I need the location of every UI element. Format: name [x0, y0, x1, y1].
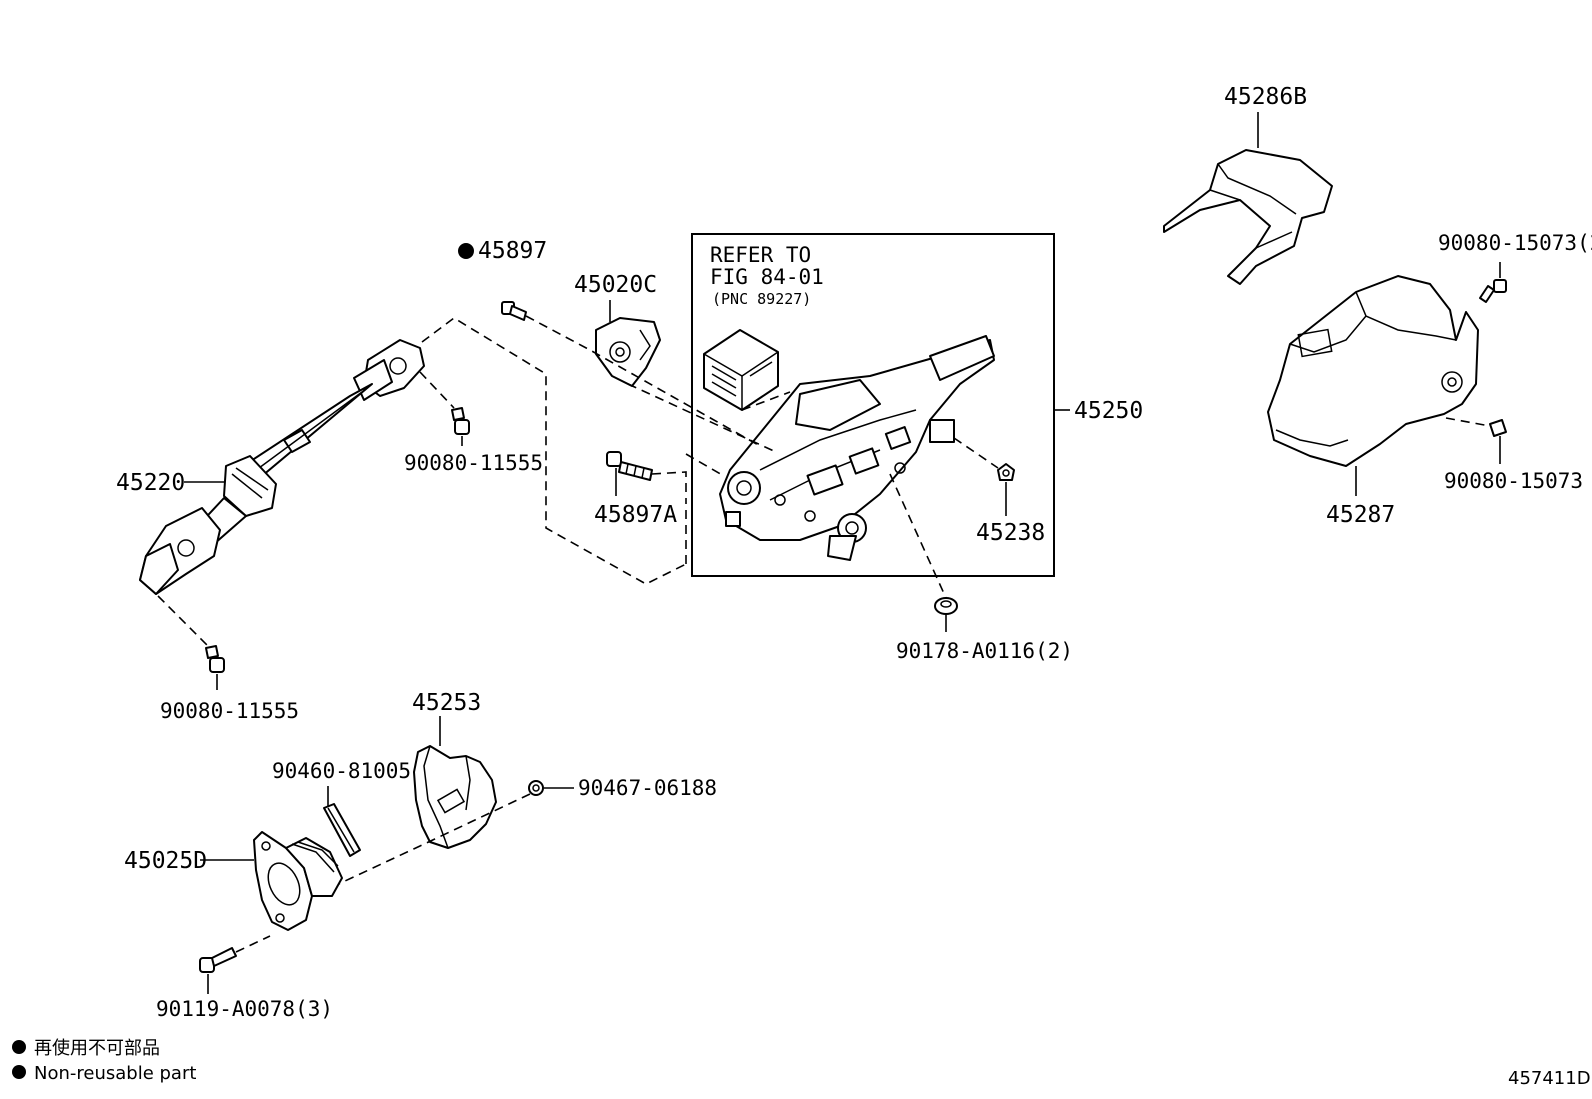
steering-column-assembly-drawing	[719, 335, 995, 561]
label-45250: 45250	[1074, 398, 1143, 424]
label-45020c: 45020C	[574, 272, 657, 298]
refer-box-line2: FIG 84-01	[710, 265, 824, 289]
label-45025d: 45025D	[124, 848, 207, 874]
bracket-45020c-drawing	[595, 317, 661, 387]
refer-box	[691, 233, 1055, 577]
label-90080-11555-lower: 90080-11555	[160, 699, 299, 723]
label-90119-a0078: 90119-A0078(3)	[156, 997, 333, 1021]
clip-45238-drawing	[997, 463, 1015, 481]
lower-cover-45287-drawing	[1267, 275, 1479, 467]
label-45253: 45253	[412, 690, 481, 716]
nut-90178-drawing	[934, 597, 958, 615]
label-45897a: 45897A	[594, 502, 677, 528]
legend-japanese: 再使用不可部品	[34, 1038, 160, 1059]
screw-90080-15073-drawing	[1489, 419, 1507, 437]
label-45238: 45238	[976, 520, 1045, 546]
label-90080-15073-2: 90080-15073(2)	[1438, 231, 1592, 255]
label-45897: 45897	[478, 238, 547, 264]
screw-90080-15073-2-drawing	[1479, 279, 1507, 303]
label-90080-15073: 90080-15073	[1444, 469, 1583, 493]
ecu-module-drawing	[703, 329, 779, 411]
refer-box-line1: REFER TO	[710, 243, 811, 267]
non-reusable-marker-45897	[458, 243, 474, 259]
legend-english: Non-reusable part	[34, 1063, 196, 1084]
label-45220: 45220	[116, 470, 185, 496]
label-90467-06188: 90467-06188	[578, 776, 717, 800]
bolt-45897-drawing	[501, 301, 527, 321]
refer-box-line3: (PNC 89227)	[712, 290, 811, 308]
label-45287: 45287	[1326, 502, 1395, 528]
label-90460-81005: 90460-81005	[272, 759, 411, 783]
ring-90460-81005-drawing	[323, 803, 361, 857]
legend-bullet-english	[12, 1065, 26, 1079]
bolt-90080-11555-lower-drawing	[205, 645, 225, 673]
bolt-90119-a0078-drawing	[199, 947, 237, 973]
upper-cover-45286b-drawing	[1163, 149, 1333, 285]
label-90178: 90178-A0116(2)	[896, 639, 1073, 663]
legend-bullet-japanese	[12, 1040, 26, 1054]
intermediate-shaft-45220-drawing	[139, 339, 425, 595]
bolt-45897a-drawing	[606, 451, 653, 481]
clip-90467-06188-drawing	[528, 780, 544, 796]
bracket-45025d-drawing	[253, 831, 343, 931]
illustration-code: 457411D	[1508, 1068, 1591, 1089]
cover-45253-drawing	[413, 745, 497, 849]
label-45286b: 45286B	[1224, 84, 1307, 110]
bolt-90080-11555-upper-drawing	[451, 407, 470, 435]
label-90080-11555-upper: 90080-11555	[404, 451, 543, 475]
